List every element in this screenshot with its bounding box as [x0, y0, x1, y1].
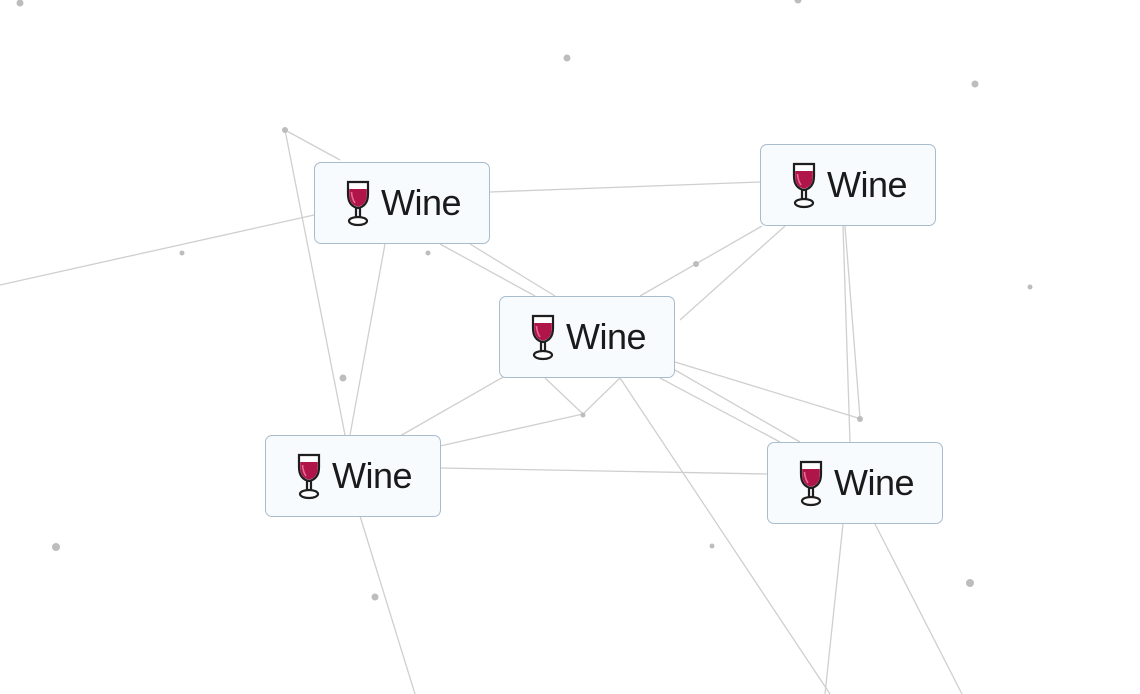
element-tile-wine[interactable]: Wine [760, 144, 936, 226]
connection-line [349, 243, 386, 436]
element-tile-wine[interactable]: Wine [314, 162, 490, 244]
connection-line [284, 129, 346, 436]
connection-line [824, 523, 844, 694]
element-label: Wine [833, 462, 915, 503]
canvas-dot [52, 543, 60, 551]
element-tile-wine[interactable]: Wine [499, 296, 675, 378]
connection-line [674, 369, 801, 443]
connection-line [489, 181, 761, 193]
canvas-dot [16, 0, 24, 7]
canvas-dot [282, 127, 288, 133]
canvas-dot [857, 416, 863, 422]
connection-line [399, 375, 506, 437]
canvas-dot [563, 54, 571, 62]
canvas-dot [966, 579, 974, 587]
element-tile-wine[interactable]: Wine [767, 442, 943, 524]
connection-line [439, 467, 768, 475]
connection-line [619, 377, 831, 694]
connection-line [639, 225, 763, 297]
canvas-dot [179, 250, 185, 256]
element-label: Wine [380, 182, 462, 223]
canvas-dot [339, 374, 347, 382]
wine-glass-icon [531, 314, 555, 361]
canvas-dot [709, 543, 715, 549]
element-label: Wine [331, 455, 413, 496]
canvas-dot [794, 0, 802, 4]
canvas-dot [693, 261, 699, 267]
connection-line [0, 214, 315, 286]
connection-line [284, 129, 341, 161]
canvas-dot [1027, 284, 1033, 290]
wine-glass-icon [346, 180, 370, 227]
connection-line [544, 377, 584, 415]
connection-line [659, 377, 781, 443]
connection-line [439, 243, 536, 297]
canvas-dot [425, 250, 431, 256]
element-tile-wine[interactable]: Wine [265, 435, 441, 517]
connection-line [582, 377, 621, 415]
connection-line [844, 225, 861, 419]
element-label: Wine [826, 164, 908, 205]
canvas-dot [971, 80, 979, 88]
canvas-dot [371, 593, 379, 601]
connection-line [439, 413, 584, 447]
connection-line [874, 523, 963, 694]
canvas-dot [580, 412, 586, 418]
connection-line [359, 515, 416, 694]
wine-glass-icon [297, 453, 321, 500]
connection-line [842, 225, 851, 443]
wine-glass-icon [792, 162, 816, 209]
wine-glass-icon [799, 460, 823, 507]
connection-line [469, 243, 556, 297]
element-label: Wine [565, 316, 647, 357]
connection-line [679, 225, 786, 321]
connection-line [674, 361, 859, 419]
